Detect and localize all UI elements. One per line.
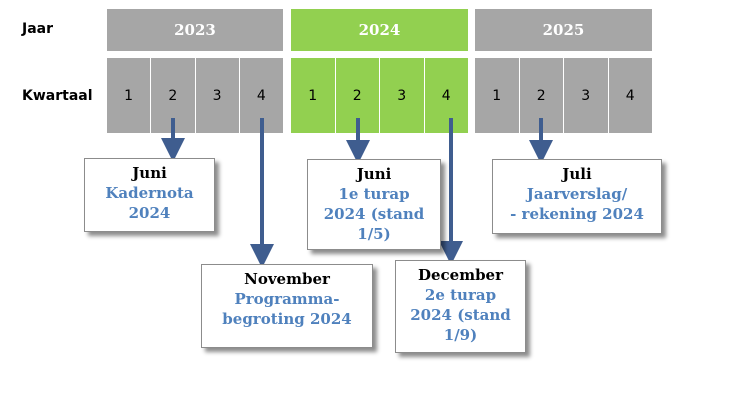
- milestone-1e-turap: Juni 1e turap 2024 (stand 1/5): [307, 159, 441, 250]
- quarters-2024: 1 2 3 4: [291, 58, 468, 133]
- quarter-cell: 2: [336, 58, 380, 133]
- milestone-text: Kadernota 2024: [105, 184, 194, 222]
- milestone-text: Jaarverslag/ - rekening 2024: [510, 185, 644, 223]
- milestone-month: December: [417, 266, 504, 284]
- milestone-month: November: [244, 270, 330, 288]
- quarter-cell: 2: [520, 58, 564, 133]
- milestone-2e-turap: December 2e turap 2024 (stand 1/9): [395, 260, 526, 353]
- quarter-cell: 1: [475, 58, 520, 133]
- quarter-cell: 1: [107, 58, 152, 133]
- milestone-month: Juni: [356, 165, 392, 183]
- quarters-2023: 1 2 3 4: [107, 58, 283, 133]
- milestone-month: Juli: [562, 165, 592, 183]
- quarter-cell: 3: [196, 58, 240, 133]
- quarter-cell: 2: [151, 58, 196, 133]
- milestone-text: Programma- begroting 2024: [222, 290, 352, 328]
- milestone-month: Juni: [132, 164, 167, 182]
- quarter-cell: 3: [564, 58, 609, 133]
- milestone-programmabegroting: November Programma- begroting 2024: [201, 264, 373, 348]
- quarter-cell: 4: [441, 87, 451, 104]
- quarter-cell: 4: [625, 87, 635, 104]
- year-2023: 2023: [107, 9, 283, 51]
- quarter-cell: 4: [256, 87, 266, 104]
- year-2025: 2025: [475, 9, 652, 51]
- milestone-kadernota: Juni Kadernota 2024: [84, 158, 215, 232]
- milestone-text: 2e turap 2024 (stand 1/9): [410, 286, 511, 344]
- year-2024: 2024: [291, 9, 468, 51]
- quarter-cell: 1: [291, 58, 336, 133]
- year-row-label: Jaar: [22, 21, 54, 37]
- milestone-jaarverslag: Juli Jaarverslag/ - rekening 2024: [492, 159, 662, 234]
- quarters-2025: 1 2 3 4: [475, 58, 652, 133]
- quarter-row-label: Kwartaal: [22, 88, 93, 104]
- milestone-text: 1e turap 2024 (stand 1/5): [323, 185, 425, 243]
- quarter-cell: 3: [380, 58, 425, 133]
